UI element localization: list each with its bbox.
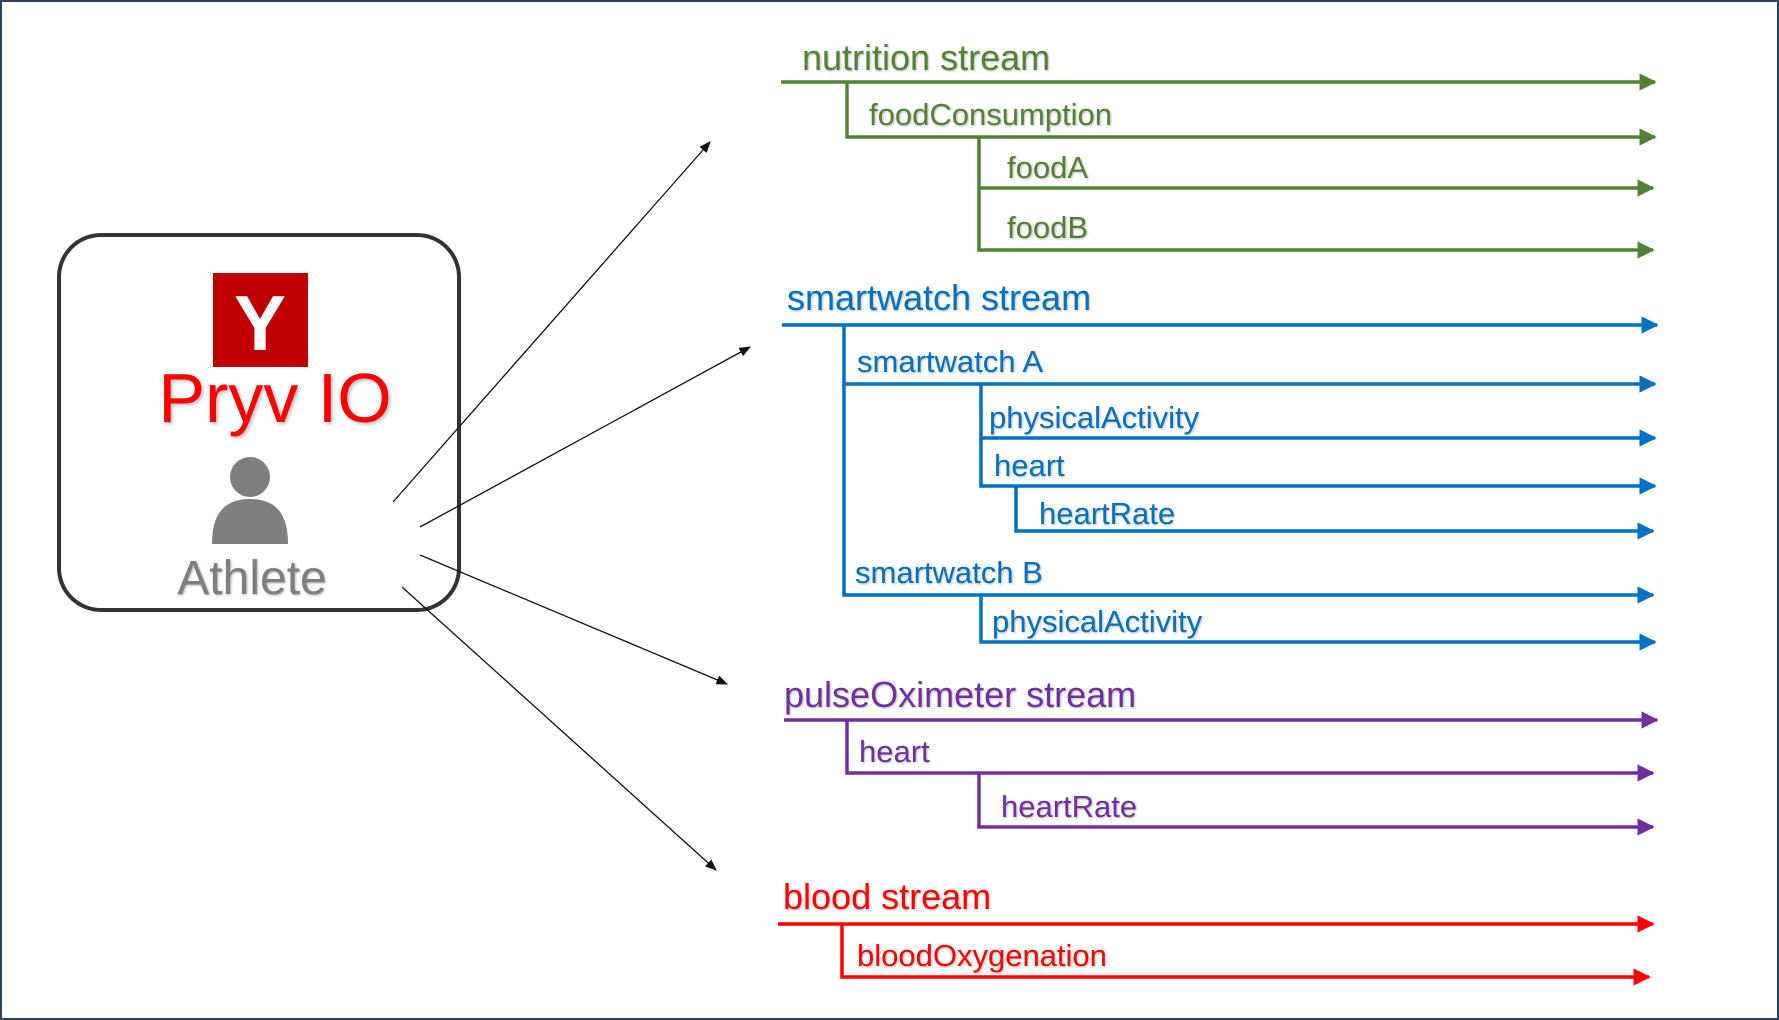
- brand-title: Pryv IO: [158, 359, 391, 437]
- pryv-logo-letter: Y: [234, 279, 286, 367]
- user-icon: [212, 457, 288, 544]
- foodconsumption-label: foodConsumption: [869, 97, 1112, 132]
- smartwatch-stream-tree: [782, 316, 1659, 651]
- foodb-arrow: [977, 188, 1655, 259]
- physicalactivity-b-arrow: [979, 595, 1657, 651]
- physicalactivity-a-label: physicalActivity: [989, 400, 1200, 435]
- foodconsumption-arrow: [845, 82, 1657, 146]
- foodb-label: foodB: [1007, 210, 1088, 245]
- nutrition-stream-label: nutrition stream: [802, 37, 1050, 78]
- heart-label: heart: [994, 448, 1065, 483]
- pulseoximeter-stream-label: pulseOximeter stream: [784, 674, 1136, 715]
- pulseoximeter-stream-tree: [784, 711, 1659, 836]
- pulse-heartrate-label: heartRate: [1001, 789, 1137, 824]
- arrow-to-pulseoximeter: [419, 554, 729, 685]
- smartwatch-a-label: smartwatch A: [857, 344, 1043, 379]
- pryv-logo: [213, 273, 308, 367]
- heartrate-label: heartRate: [1039, 496, 1175, 531]
- heartrate-arrow: [1014, 486, 1655, 540]
- athlete-label: Athlete: [177, 552, 326, 605]
- arrow-to-nutrition: [392, 141, 711, 503]
- smartwatch-stream-label: smartwatch stream: [787, 277, 1091, 318]
- pulse-heartrate-arrow: [977, 773, 1655, 836]
- heart-arrow: [979, 438, 1657, 495]
- pulse-heart-label: heart: [859, 734, 930, 769]
- smartwatch-b-label: smartwatch B: [855, 555, 1043, 590]
- athlete-card: Y Pryv IO Athlete: [57, 233, 461, 612]
- fooda-label: foodA: [1007, 150, 1088, 185]
- arrow-to-smartwatch: [419, 346, 752, 528]
- arrow-to-blood: [401, 586, 717, 871]
- smartwatch-b-arrow: [842, 384, 1655, 604]
- pulse-heart-arrow: [845, 720, 1655, 782]
- physicalactivity-b-label: physicalActivity: [992, 604, 1203, 639]
- nutrition-stream-tree: [781, 73, 1657, 259]
- blood-stream-label: blood stream: [783, 876, 991, 917]
- card-frame: [57, 233, 461, 612]
- blood-stream-tree: [778, 915, 1655, 986]
- bloodoxygenation-label: bloodOxygenation: [857, 938, 1107, 973]
- bloodoxygenation-arrow: [840, 924, 1651, 986]
- connector-arrows: [392, 141, 752, 871]
